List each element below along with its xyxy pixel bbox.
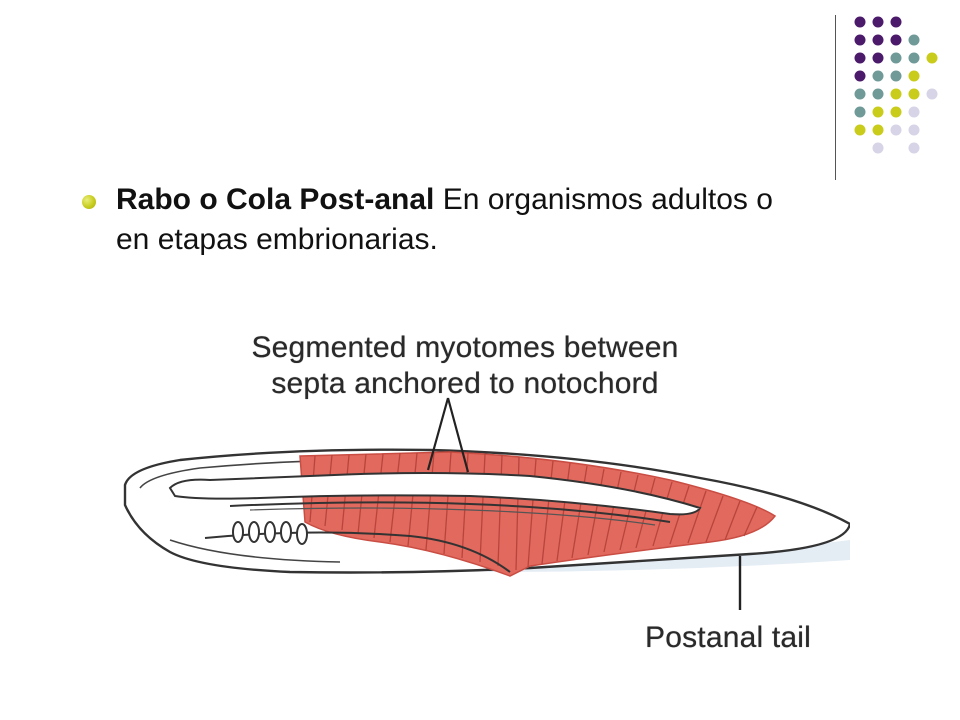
notochord-inner [249, 507, 656, 526]
myotomes-label: Segmented myotomes between septa anchore… [205, 330, 725, 402]
neural-tube [168, 472, 702, 516]
notochord [229, 501, 671, 523]
gut [204, 531, 511, 573]
postanal-tail-label: Postanal tail [645, 621, 812, 654]
myotome-pointer [426, 397, 470, 473]
embryo-illustration [123, 397, 850, 610]
bullet-dot-icon [82, 195, 96, 209]
pharyngeal-slits [232, 521, 308, 545]
myotomes-label-line-1: Segmented myotomes between [251, 331, 679, 364]
decorative-divider-line [835, 15, 836, 180]
bullet-description: En organismos adultos o en etapas embrio… [116, 183, 773, 256]
dot-grid-decoration [854, 16, 938, 154]
bullet-bold-term: Rabo o Cola Post-anal [116, 183, 435, 216]
postanal-tail-figure: Segmented myotomes between septa anchore… [110, 310, 850, 670]
myotomes-label-line-2: septa anchored to notochord [271, 367, 659, 400]
bullet-text: Rabo o Cola Post-anal En organismos adul… [116, 180, 796, 260]
tail-shadow [470, 540, 850, 572]
